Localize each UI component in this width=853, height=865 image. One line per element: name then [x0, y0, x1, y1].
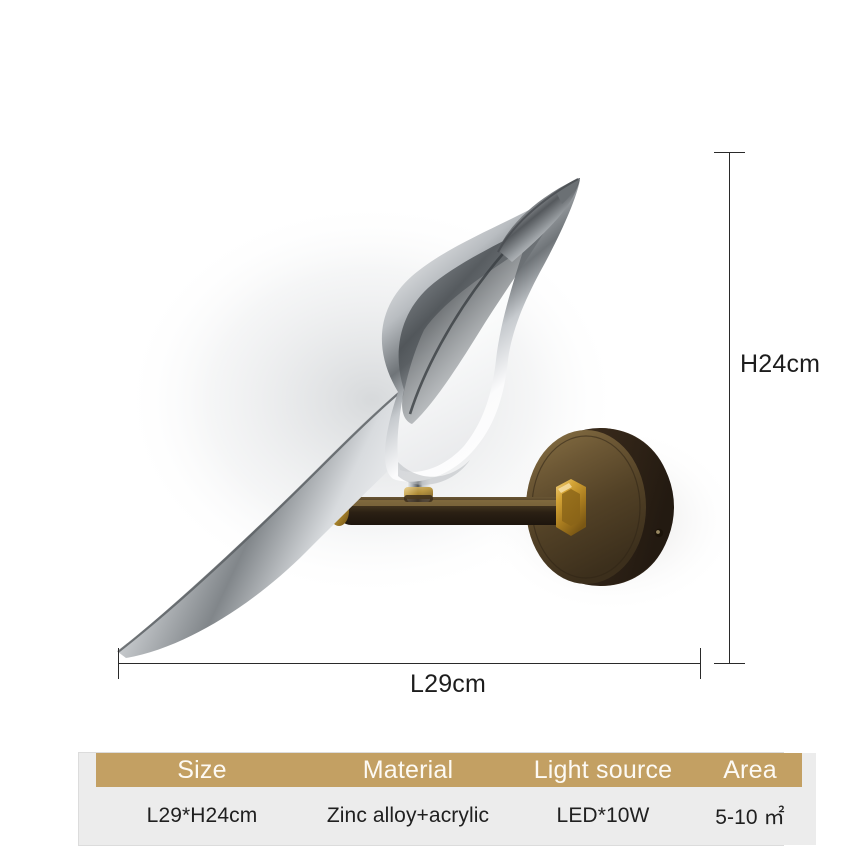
- header-area: Area: [698, 753, 802, 787]
- cell-pad-left: [79, 787, 96, 845]
- height-dimension-line: [729, 152, 730, 663]
- mount-set-screw-highlight: [656, 530, 660, 534]
- length-dimension-label: L29cm: [410, 670, 487, 698]
- specification-panel: Size Material Light source Area L29*H24c…: [78, 752, 816, 846]
- brass-hex-nut-inner: [562, 489, 580, 526]
- bird-underside-shadow: [398, 460, 470, 485]
- cell-size: L29*H24cm: [96, 787, 308, 845]
- bird-tail-edge: [117, 391, 401, 653]
- lamp-arm-highlight: [344, 500, 568, 506]
- header-light-source: Light source: [508, 753, 698, 787]
- bird-wing-sheen: [398, 212, 556, 424]
- specification-table: Size Material Light source Area L29*H24c…: [79, 753, 816, 845]
- table-header-row: Size Material Light source Area: [79, 753, 816, 787]
- height-dimension-tick-top: [714, 152, 745, 153]
- bird-tail: [118, 392, 432, 658]
- lamp-drawing: [117, 178, 742, 658]
- length-dimension-tick-left: [118, 648, 119, 679]
- length-dimension-tick-right: [700, 648, 701, 679]
- header-pad-left: [79, 753, 96, 787]
- length-dimension-line: [118, 663, 700, 664]
- header-pad-right: [802, 753, 816, 787]
- height-dimension-label: H24cm: [740, 350, 821, 378]
- cell-pad-right: [802, 787, 816, 845]
- cell-light-source: LED*10W: [508, 787, 698, 845]
- table-row: L29*H24cm Zinc alloy+acrylic LED*10W 5-1…: [79, 787, 816, 845]
- bird-head-outline: [497, 178, 579, 253]
- product-illustration: H24cm L29cm: [117, 152, 821, 698]
- cell-material: Zinc alloy+acrylic: [308, 787, 508, 845]
- height-dimension-tick-bottom: [714, 663, 745, 664]
- bird-beak: [556, 178, 580, 204]
- bird-figure: [117, 178, 580, 658]
- header-material: Material: [308, 753, 508, 787]
- brass-hex-nut-gloss: [558, 483, 572, 493]
- header-size: Size: [96, 753, 308, 787]
- cell-area: 5-10 ㎡: [698, 787, 802, 845]
- perch-post-collar-dark: [404, 495, 433, 502]
